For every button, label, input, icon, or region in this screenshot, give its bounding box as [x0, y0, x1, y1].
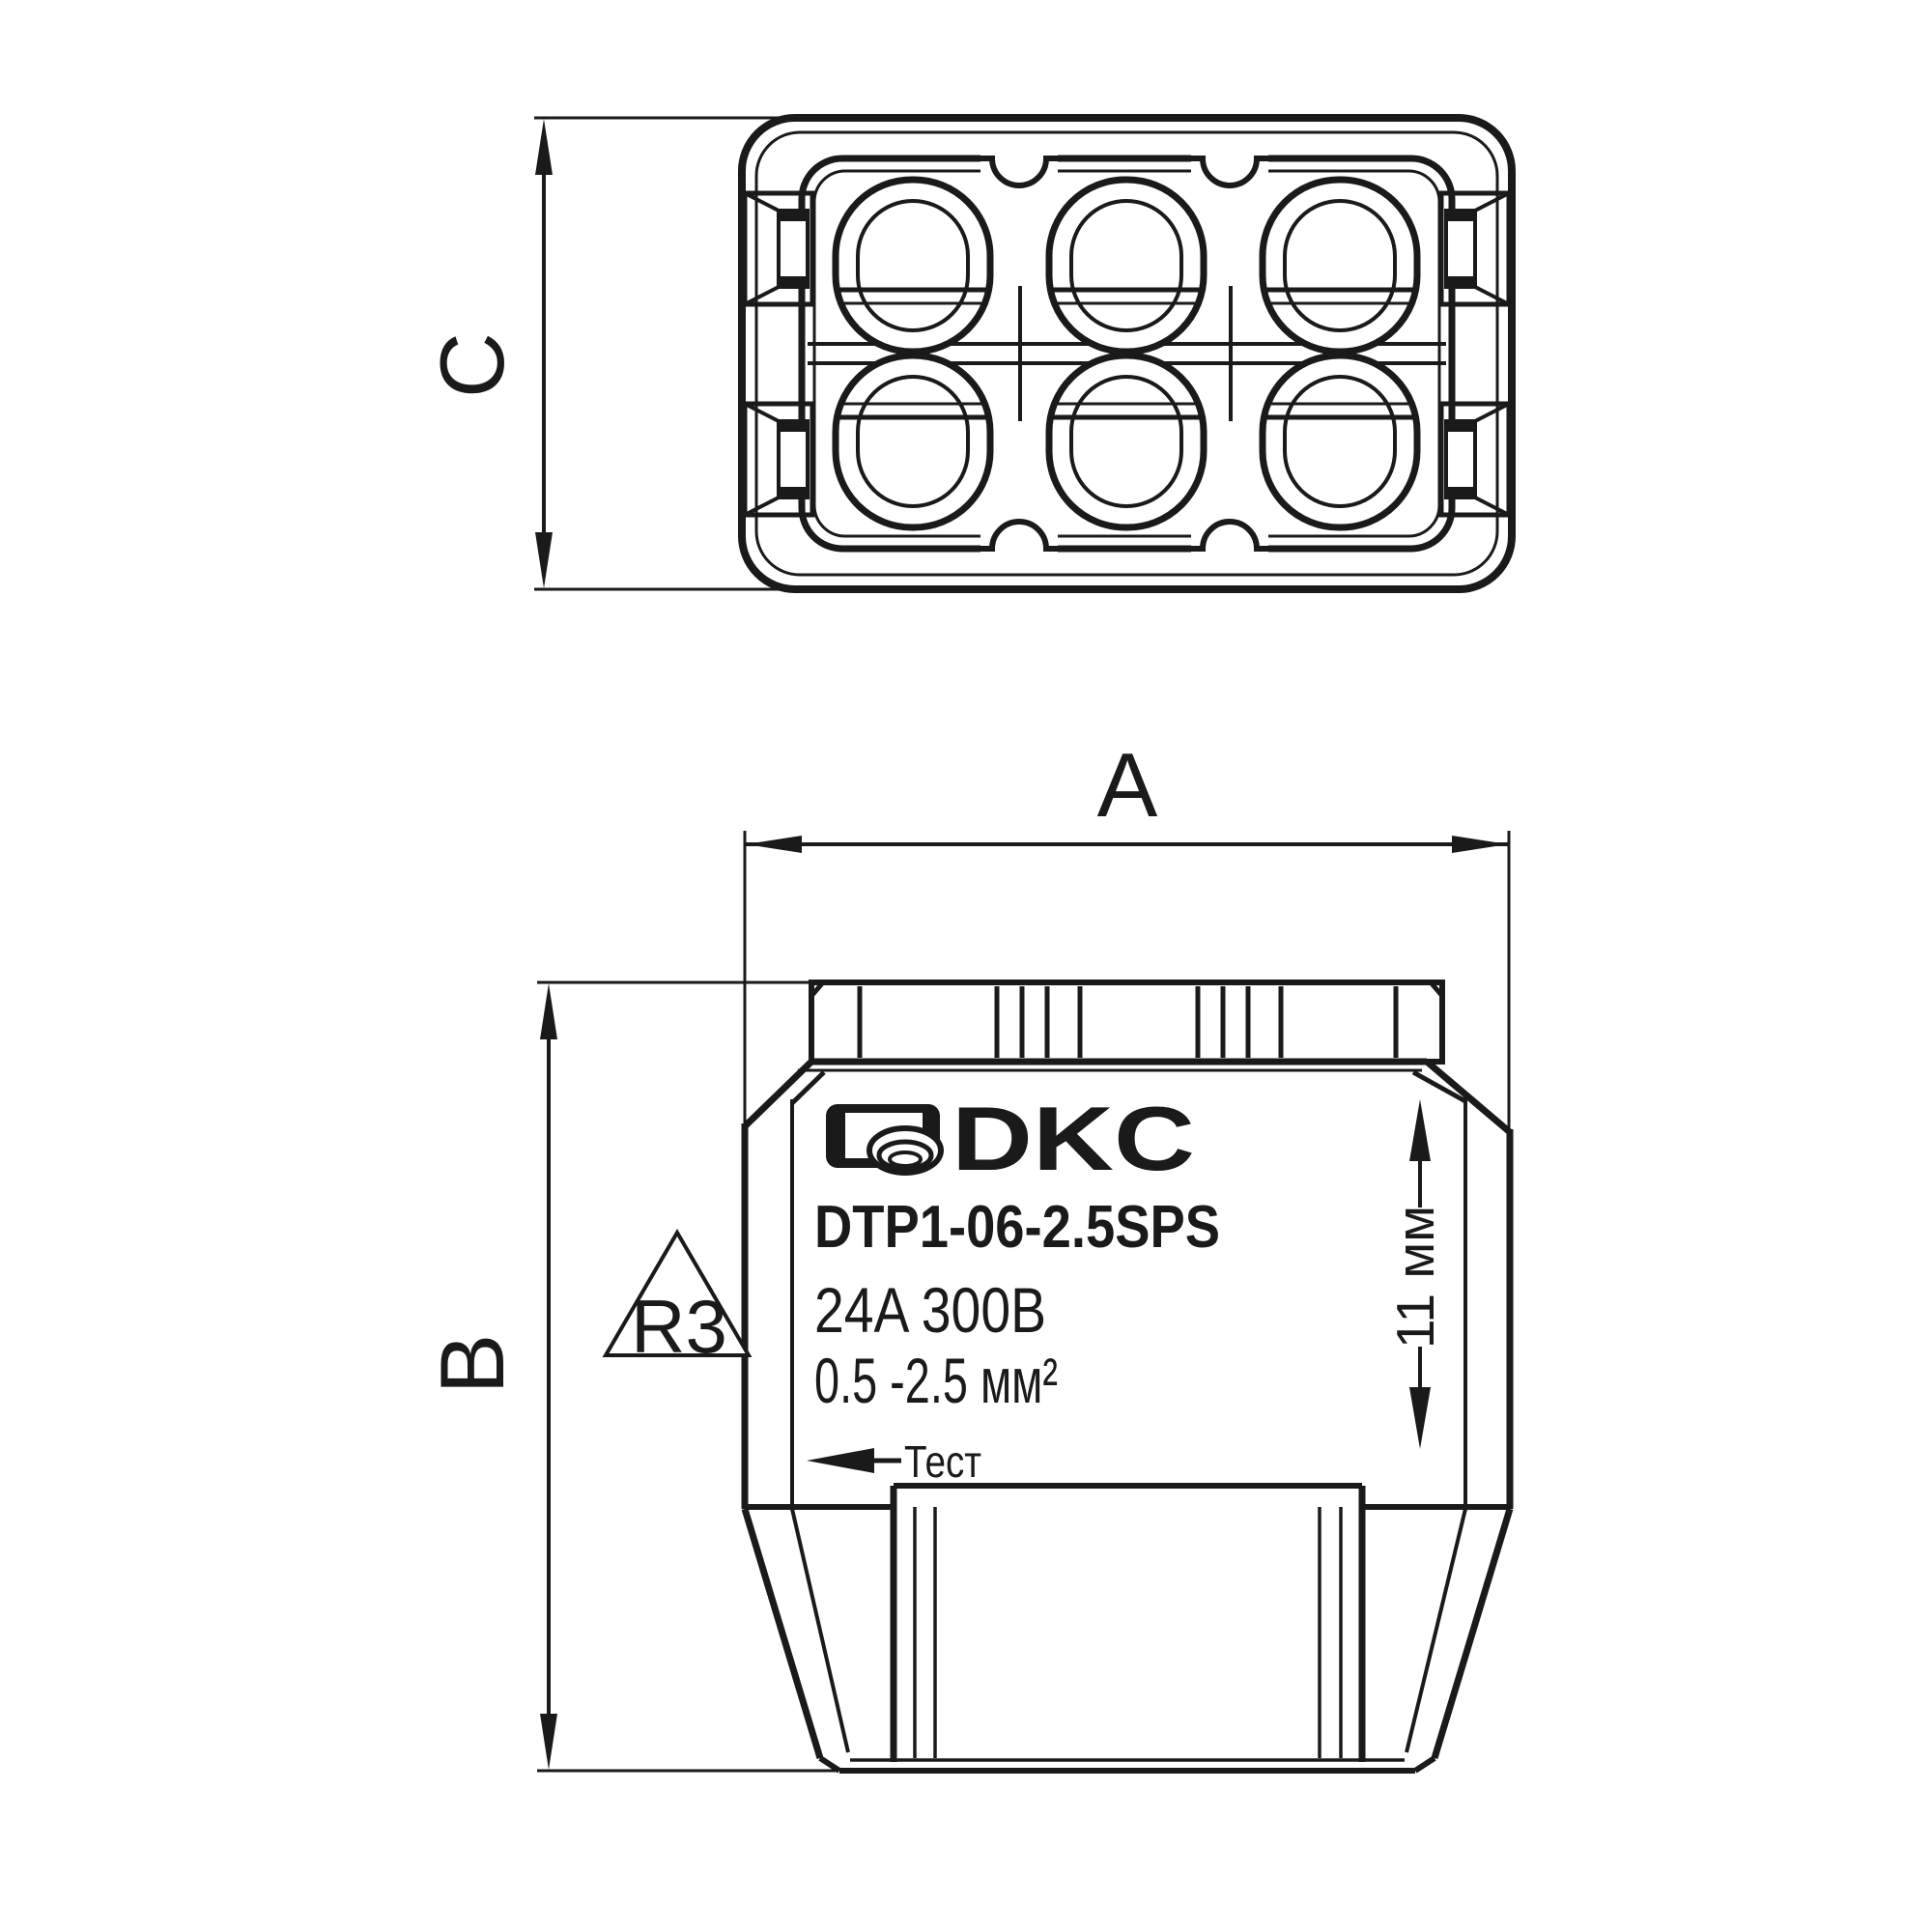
wire-range-text: 0.5 -2.5 мм²	[814, 1345, 1058, 1416]
arrow-down-icon	[1409, 1387, 1431, 1449]
wire-holes	[836, 180, 1417, 527]
arrow-right-icon	[1452, 836, 1508, 853]
top-view-hole-frame-inner	[812, 169, 1441, 538]
test-marking: Тест	[807, 1436, 981, 1487]
arrow-up-icon	[1409, 1099, 1431, 1161]
arrow-down-icon	[535, 532, 553, 588]
dkc-logo: DKC	[826, 1088, 1195, 1189]
dimension-depth: C	[421, 116, 802, 591]
test-text: Тест	[904, 1436, 981, 1487]
front-view-taper	[741, 1486, 1514, 1774]
radius-triangle-icon	[602, 1229, 753, 1357]
front-view-cap	[809, 980, 1445, 1065]
brand-text: DKC	[952, 1088, 1195, 1189]
front-view-body	[741, 1058, 1514, 1510]
dimension-height-label: B	[421, 1334, 523, 1395]
arrow-up-icon	[540, 983, 557, 1039]
dimension-strip-length: 11 мм	[1385, 1099, 1445, 1449]
dimension-width-label: A	[1097, 734, 1158, 836]
arrow-up-icon	[535, 119, 553, 175]
front-view: DKC DTP1-06-2.5SPS 24A 300B 0.5 -2.5 мм²…	[741, 980, 1514, 1774]
test-arrow-icon	[807, 1448, 874, 1473]
top-view-inner-contour	[754, 130, 1499, 577]
dimension-depth-label: C	[421, 332, 523, 398]
arrow-down-icon	[540, 1714, 557, 1770]
corner-radius-marker: R3	[602, 1229, 753, 1369]
strip-length-label: 11 мм	[1385, 1206, 1445, 1349]
corner-radius-label: R3	[631, 1284, 727, 1369]
arrow-left-icon	[746, 836, 802, 853]
rating-text: 24A 300B	[814, 1274, 1046, 1346]
top-view-frame-notches	[980, 151, 1268, 556]
product-label: DKC DTP1-06-2.5SPS 24A 300B 0.5 -2.5 мм²…	[807, 1088, 1220, 1487]
dimension-width: A	[743, 734, 1511, 1130]
model-text: DTP1-06-2.5SPS	[814, 1194, 1220, 1261]
dimension-height: B	[421, 980, 837, 1773]
top-view	[738, 114, 1516, 593]
